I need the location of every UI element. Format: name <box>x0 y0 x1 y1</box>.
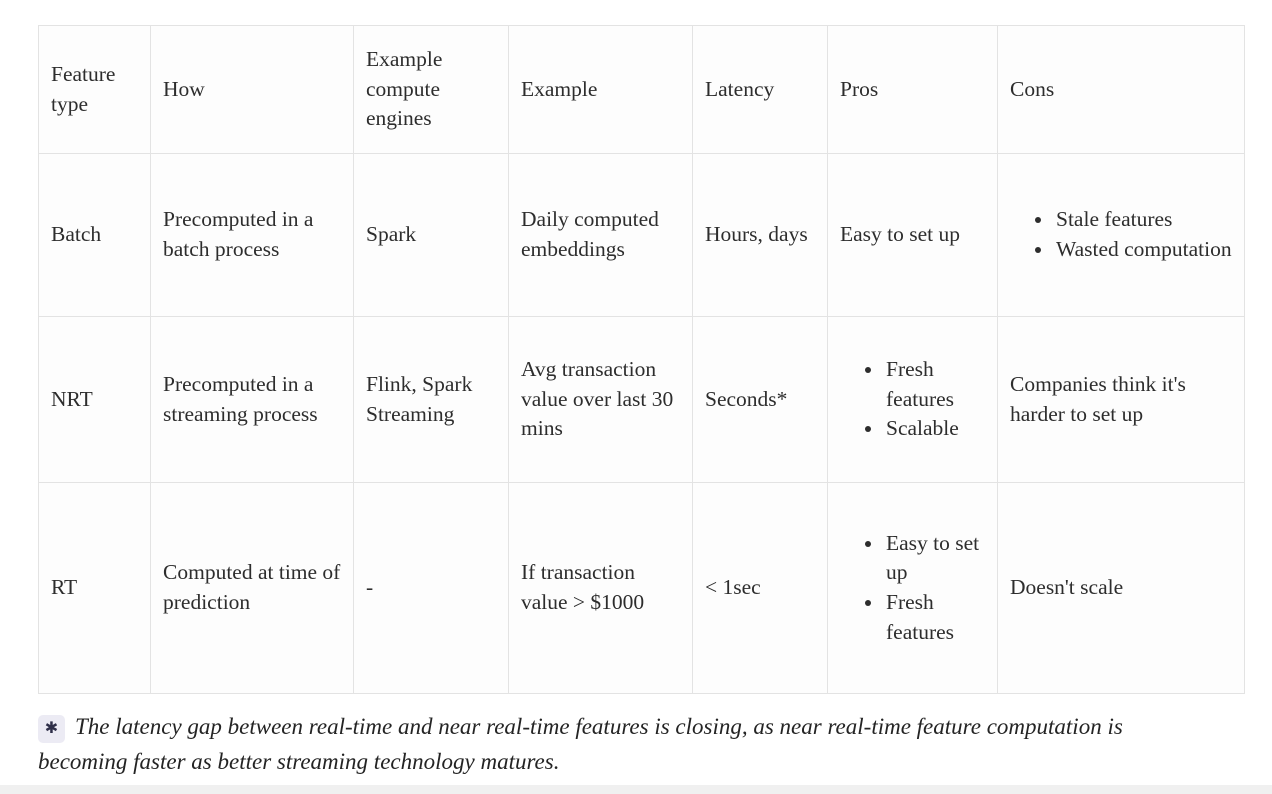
table-cell: Precomputed in a batch process <box>150 153 354 317</box>
table-cell: Seconds* <box>692 316 828 483</box>
table-cell: Computed at time of prediction <box>150 482 354 694</box>
footnote: ✱The latency gap between real-time and n… <box>38 710 1206 779</box>
bullet-list: Easy to set upFresh features <box>840 529 985 648</box>
column-header: Latency <box>692 25 828 154</box>
table-cell: If transaction value > $1000 <box>508 482 693 694</box>
bullet-item: Stale features <box>1054 205 1232 235</box>
column-header: Feature type <box>38 25 151 154</box>
footnote-text: The latency gap between real-time and ne… <box>38 714 1123 774</box>
table-cell: Fresh featuresScalable <box>827 316 998 483</box>
table-cell: < 1sec <box>692 482 828 694</box>
table-cell: Batch <box>38 153 151 317</box>
column-header: Pros <box>827 25 998 154</box>
table-cell: Companies think it's harder to set up <box>997 316 1245 483</box>
table-cell: RT <box>38 482 151 694</box>
bullet-item: Fresh features <box>884 355 985 414</box>
column-header: Example compute engines <box>353 25 509 154</box>
table-cell: Doesn't scale <box>997 482 1245 694</box>
table-cell: Flink, Spark Streaming <box>353 316 509 483</box>
column-header: Example <box>508 25 693 154</box>
table-cell: Precomputed in a streaming process <box>150 316 354 483</box>
asterisk-badge-icon: ✱ <box>38 715 65 743</box>
bullet-list: Fresh featuresScalable <box>840 355 985 444</box>
page-bottom-edge <box>0 785 1272 794</box>
table-cell: Stale featuresWasted computation <box>997 153 1245 317</box>
bullet-item: Scalable <box>884 414 985 444</box>
table-cell: Easy to set upFresh features <box>827 482 998 694</box>
table-cell: - <box>353 482 509 694</box>
table-cell: Easy to set up <box>827 153 998 317</box>
table-cell: Spark <box>353 153 509 317</box>
table-cell: Daily computed embeddings <box>508 153 693 317</box>
table-cell: Avg transaction value over last 30 mins <box>508 316 693 483</box>
bullet-item: Easy to set up <box>884 529 985 588</box>
bullet-item: Fresh features <box>884 588 985 647</box>
column-header: Cons <box>997 25 1245 154</box>
table-cell: NRT <box>38 316 151 483</box>
table-cell: Hours, days <box>692 153 828 317</box>
bullet-item: Wasted computation <box>1054 235 1232 265</box>
column-header: How <box>150 25 354 154</box>
bullet-list: Stale featuresWasted computation <box>1010 205 1232 264</box>
